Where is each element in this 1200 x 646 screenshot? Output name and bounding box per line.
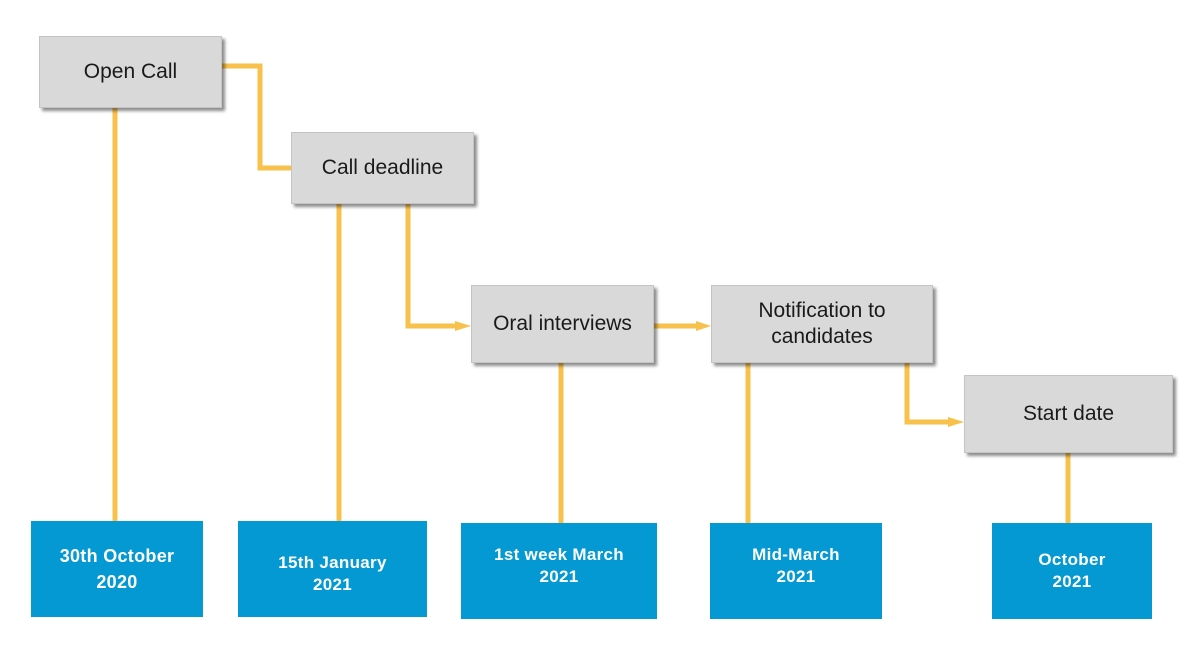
date-box-open-call: 30th October 2020 (31, 521, 203, 617)
step-label-notification-to-candidates: Notification to candidates (758, 299, 886, 348)
connector-open-call-to-call-deadline (222, 63, 291, 171)
connector-arrowhead (455, 321, 471, 331)
date-label-notification: Mid-March 2021 (752, 545, 840, 586)
step-label-call-deadline: Call deadline (321, 156, 444, 179)
date-box-call-deadline: 15th January 2021 (238, 521, 427, 617)
connector-arrowhead (696, 321, 711, 331)
date-label-start-date: October 2021 (1038, 550, 1106, 591)
date-label-open-call: 30th October 2020 (59, 546, 175, 592)
step-label-start-date: Start date (1022, 402, 1115, 425)
step-label-oral-interviews: Oral interviews (493, 312, 632, 335)
step-box-oral-interviews: Oral interviews (471, 285, 654, 363)
date-label-call-deadline: 15th January 2021 (278, 553, 387, 594)
date-box-oral-interviews: 1st week March 2021 (461, 523, 657, 619)
step-box-open-call: Open Call (39, 36, 222, 108)
step-box-notification-to-candidates: Notification to candidates (711, 285, 933, 363)
step-box-start-date: Start date (964, 375, 1173, 453)
connector-call-deadline-to-oral-interviews (405, 204, 458, 329)
connector-arrowhead (948, 417, 964, 427)
date-box-notification: Mid-March 2021 (710, 523, 882, 619)
date-box-start-date: October 2021 (992, 523, 1152, 619)
step-box-call-deadline: Call deadline (291, 132, 474, 204)
connector-notification-to-start-date (904, 363, 951, 425)
date-label-oral-interviews: 1st week March 2021 (494, 545, 624, 586)
step-label-open-call: Open Call (83, 60, 178, 83)
